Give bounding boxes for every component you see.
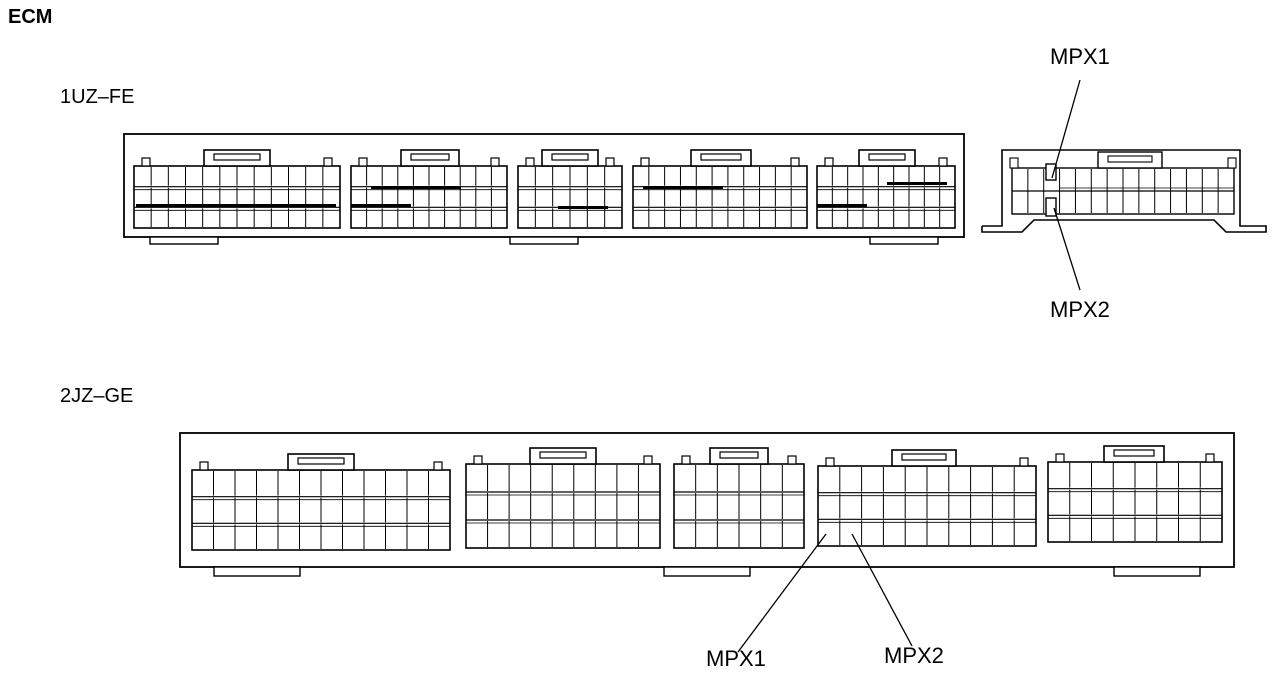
conn-2jz-c-post-right: [787, 455, 797, 465]
conn-2jz-b-lock-slot: [539, 451, 587, 459]
engine-label-1uz-fe: 1UZ–FE: [60, 86, 135, 108]
conn-1uz-a-post-left: [141, 157, 151, 167]
conn-1uz-e-lock-slot: [868, 153, 906, 161]
callout-mpx1-1uz: MPX1: [1050, 44, 1110, 69]
conn-2jz-c-lock-slot: [719, 451, 759, 459]
mpx-1uz-pin-mpx1: [1045, 163, 1057, 181]
conn-1uz-c-lock-slot: [551, 153, 589, 161]
callout-mpx2-1uz: MPX2: [1050, 297, 1110, 322]
conn-2jz-b-post-left: [473, 455, 483, 465]
conn-1uz-d-post-left: [640, 157, 650, 167]
conn-1uz-c-guide-bar-0: [558, 206, 608, 209]
ecm-2jz-foot-left: [213, 566, 301, 577]
conn-2jz-e-lock-slot: [1113, 449, 1155, 457]
callout-mpx1-2jz: MPX1: [706, 646, 766, 671]
conn-1uz-d-housing: [632, 165, 808, 229]
ecm-2jz-foot-right: [1113, 566, 1201, 577]
conn-1uz-c-lock-tab: [541, 149, 599, 167]
ecm-1uz-foot-right: [869, 236, 939, 245]
conn-1uz-d-lock-slot: [700, 153, 742, 161]
leader-mpx1-1uz: [1051, 79, 1081, 179]
conn-1uz-e-lock-tab: [858, 149, 916, 167]
conn-1uz-a-post-right: [323, 157, 333, 167]
mpx-1uz-housing: [981, 149, 1267, 233]
conn-1uz-a-lock-slot: [213, 153, 261, 161]
conn-1uz-b-post-left: [358, 157, 368, 167]
conn-2jz-b-post-right: [643, 455, 653, 465]
engine-label-2jz-ge: 2JZ–GE: [60, 385, 134, 407]
leader-mpx1-2jz: [737, 533, 827, 653]
ecm-1uz-foot-middle: [509, 236, 579, 245]
conn-1uz-d-lock-tab: [690, 149, 752, 167]
conn-2jz-d-lock-slot: [901, 453, 947, 461]
conn-1uz-b-lock-tab: [400, 149, 460, 167]
conn-1uz-e-guide-bar-1: [817, 204, 867, 207]
mpx-1uz-post-left: [1009, 157, 1019, 169]
conn-2jz-d-post-right: [1019, 457, 1029, 467]
conn-2jz-c-lock-tab: [709, 447, 769, 465]
conn-2jz-e-post-left: [1055, 453, 1065, 463]
conn-1uz-c-post-right: [605, 157, 615, 167]
conn-2jz-d-post-left: [825, 457, 835, 467]
conn-1uz-b-guide-bar-0: [371, 186, 461, 189]
conn-1uz-c-post-left: [525, 157, 535, 167]
conn-2jz-a-post-right: [433, 461, 443, 471]
conn-2jz-c-post-left: [681, 455, 691, 465]
diagram-title: ECM: [8, 6, 53, 28]
conn-2jz-a-post-left: [199, 461, 209, 471]
callout-mpx2-2jz: MPX2: [884, 643, 944, 668]
mpx-1uz-lock-slot: [1107, 155, 1153, 163]
mpx-1uz-pin-mpx2: [1045, 197, 1057, 217]
conn-1uz-a-guide-bar-0: [136, 204, 336, 207]
conn-1uz-e-post-right: [938, 157, 948, 167]
conn-2jz-e-lock-tab: [1103, 445, 1165, 463]
conn-1uz-b-lock-slot: [410, 153, 450, 161]
conn-2jz-a-lock-slot: [297, 457, 345, 465]
conn-1uz-e-guide-bar-0: [887, 182, 947, 185]
conn-1uz-d-post-right: [790, 157, 800, 167]
mpx-1uz-post-right: [1227, 157, 1237, 169]
conn-2jz-b-housing: [465, 463, 661, 549]
leader-mpx2-2jz: [851, 533, 913, 647]
conn-1uz-d-guide-bar-0: [643, 186, 723, 189]
conn-1uz-e-housing: [816, 165, 956, 229]
conn-2jz-e-post-right: [1205, 453, 1215, 463]
ecm-2jz-foot-middle: [663, 566, 751, 577]
ecm-1uz-foot-left: [149, 236, 219, 245]
conn-1uz-b-guide-bar-1: [351, 204, 411, 207]
conn-1uz-b-post-right: [490, 157, 500, 167]
conn-1uz-e-post-left: [824, 157, 834, 167]
leader-mpx2-1uz: [1053, 207, 1081, 291]
